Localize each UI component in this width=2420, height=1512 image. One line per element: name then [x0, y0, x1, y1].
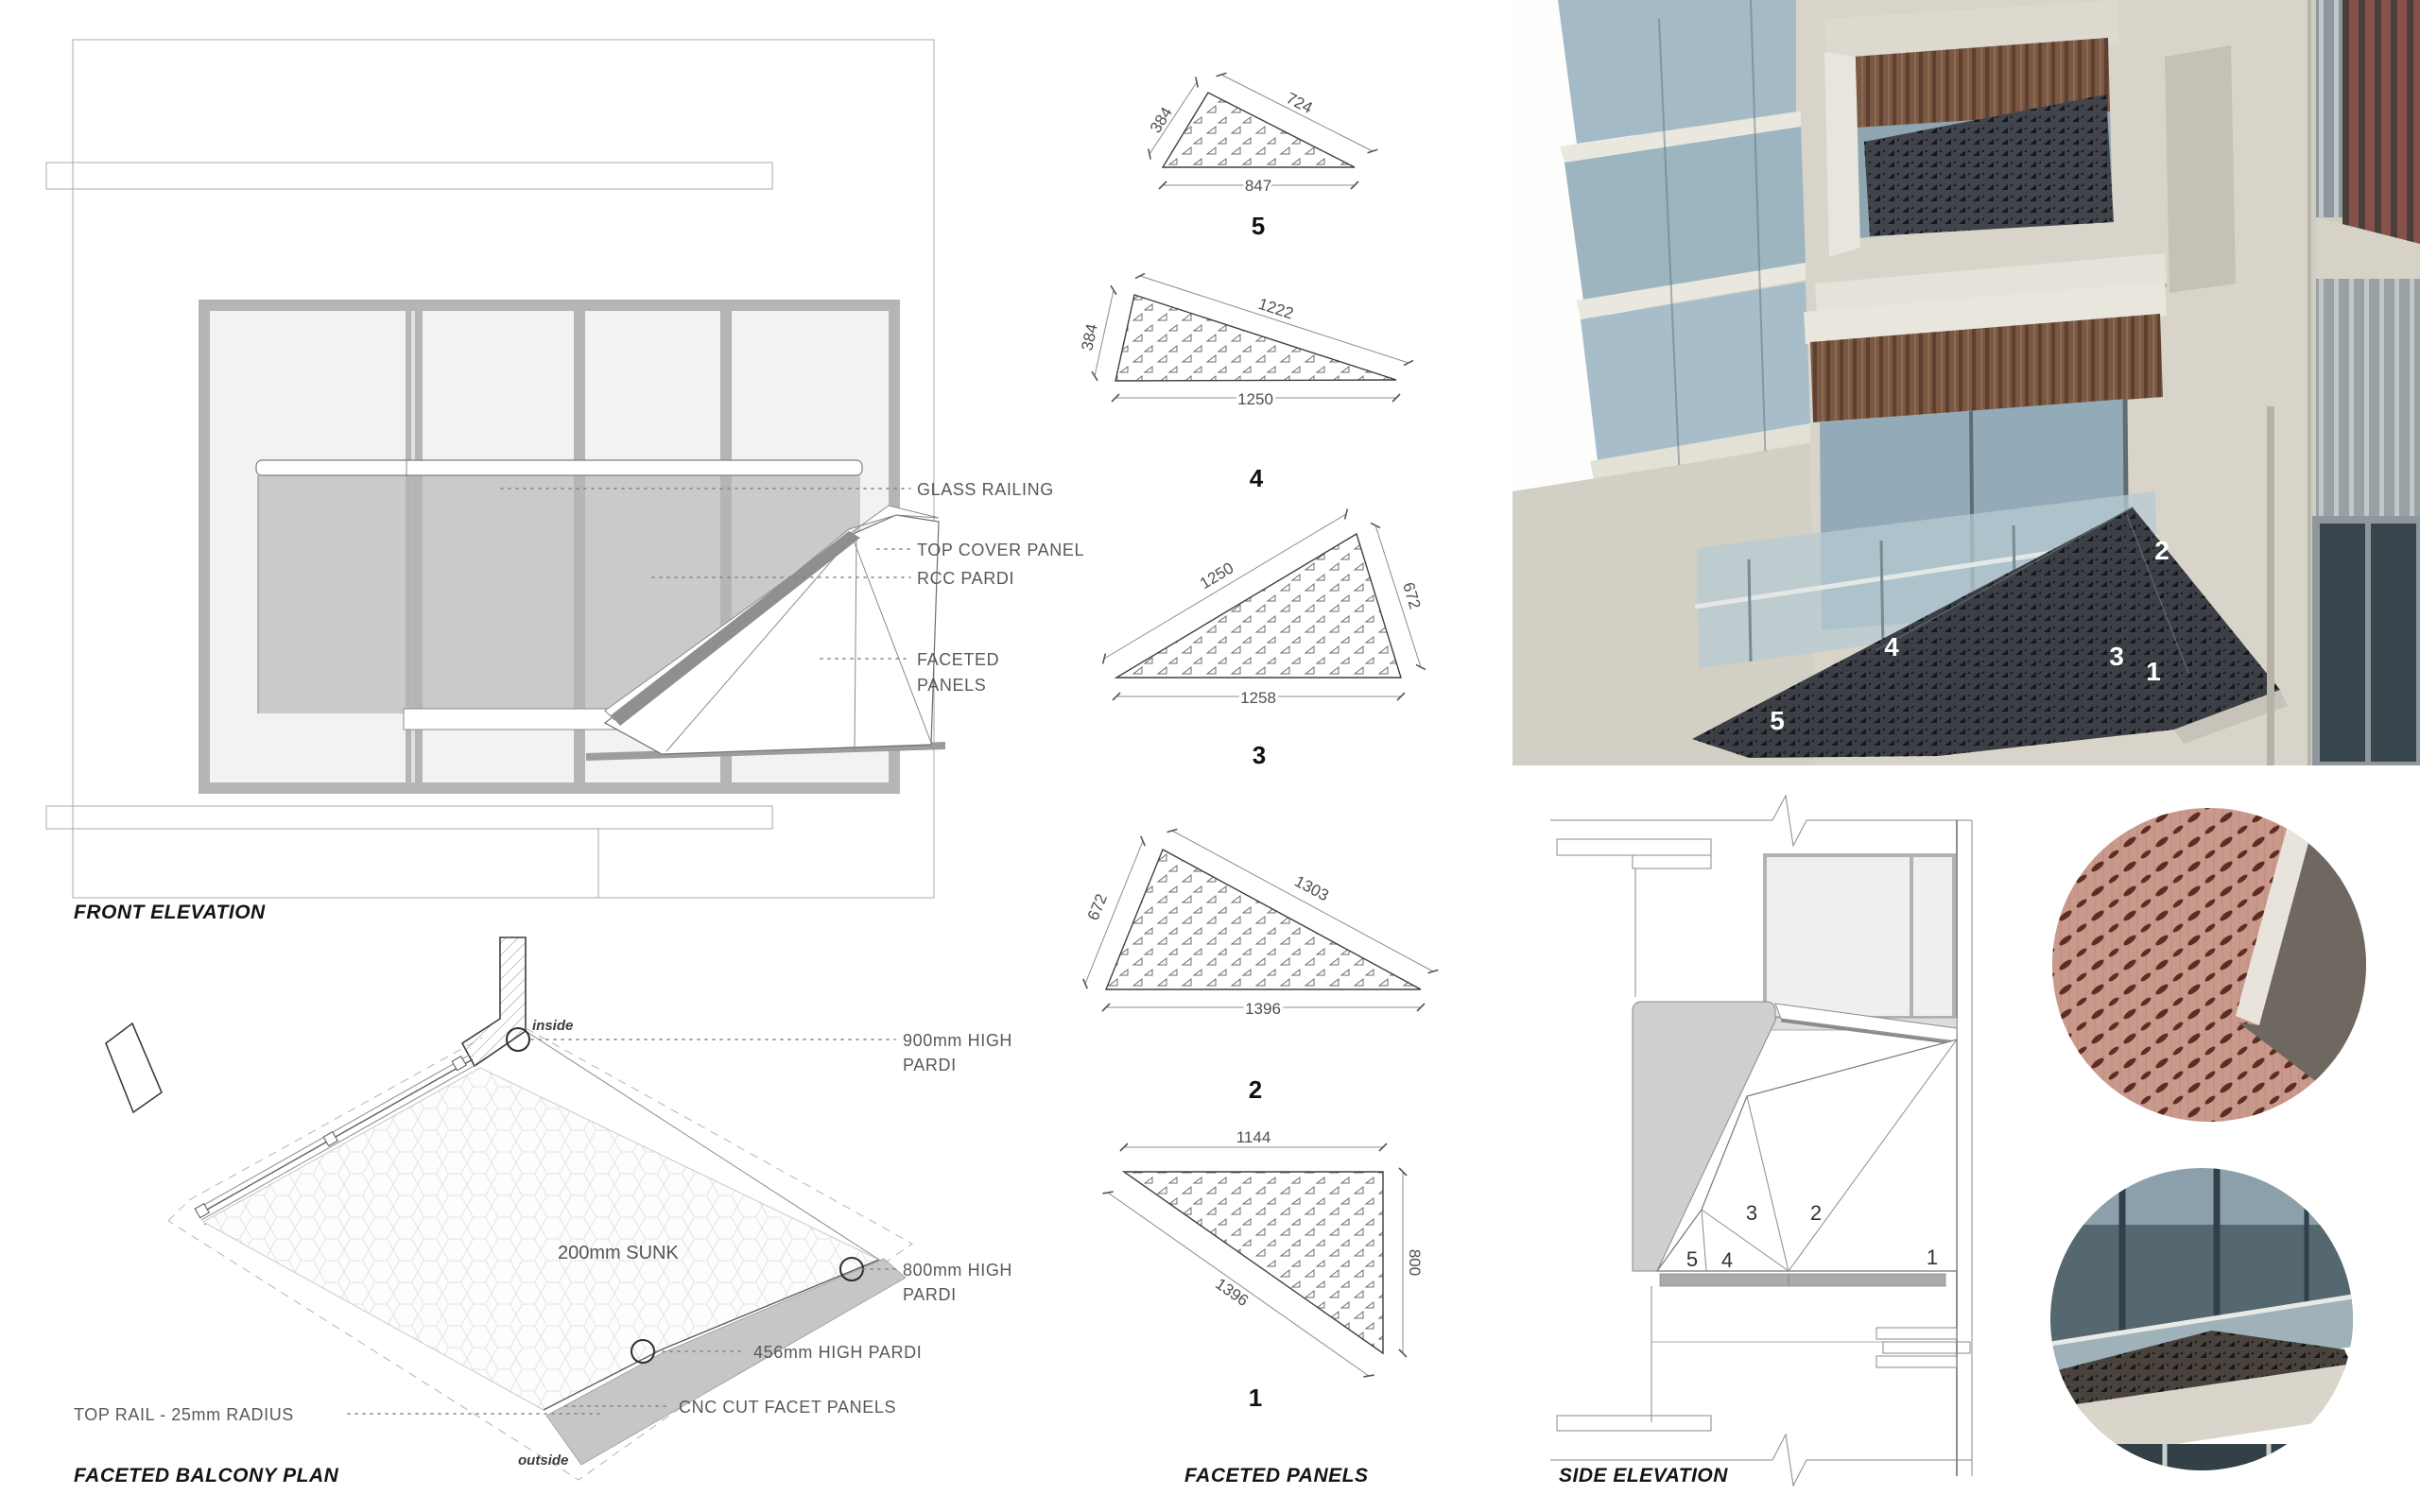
panel-4-number: 4 — [1250, 464, 1264, 492]
side-elevation-title: SIDE ELEVATION — [1559, 1465, 1728, 1486]
panel-5: 384 724 847 5 — [1144, 72, 1378, 240]
panel-2: 672 1303 1396 2 — [1081, 828, 1439, 1104]
dim-p2-base: 1396 — [1245, 1000, 1281, 1018]
label-outside: outside — [518, 1452, 568, 1469]
label-glass-railing: GLASS RAILING — [917, 480, 1054, 499]
label-900-pardi-2: PARDI — [903, 1056, 957, 1074]
panel-3: 1250 672 1258 3 — [1101, 508, 1426, 769]
panel-1: 1144 800 1396 1 — [1102, 1125, 1426, 1412]
side-facet-2: 2 — [1810, 1201, 1822, 1225]
side-facet-1: 1 — [1927, 1246, 1938, 1269]
top-rail — [255, 459, 863, 476]
detail-circle-balcony — [2050, 1168, 2353, 1470]
photo-number-4: 4 — [1884, 632, 1899, 662]
label-top-rail: TOP RAIL - 25mm RADIUS — [74, 1405, 294, 1424]
dim-p1-top: 1144 — [1236, 1128, 1271, 1146]
side-facets: 5 4 3 2 1 — [1655, 1039, 1958, 1272]
label-200mm-sunk: 200mm SUNK — [558, 1243, 679, 1263]
faceted-panels-title: FACETED PANELS — [1184, 1465, 1368, 1486]
photo-number-2: 2 — [2154, 536, 2169, 565]
plan-column — [105, 1022, 163, 1114]
photo-right-strip — [2267, 0, 2420, 765]
dim-p3-base: 1258 — [1240, 689, 1276, 707]
plan-marker-900 — [506, 1027, 530, 1052]
photo-downpipe — [2267, 406, 2274, 765]
wall-outline — [72, 39, 935, 899]
dim-p4-base: 1250 — [1237, 390, 1273, 408]
side-slab — [1659, 1273, 1946, 1287]
dim-p5-hyp: 724 — [1284, 89, 1316, 117]
dim-p3-side: 672 — [1399, 580, 1424, 611]
rcc-pardi-band — [611, 531, 860, 726]
dim-p5-base: 847 — [1245, 177, 1271, 195]
detail-circle-terracotta — [2052, 808, 2366, 1122]
plan-wall-hatched — [460, 936, 527, 1068]
dim-p5-side: 384 — [1147, 104, 1176, 136]
side-facet-5: 5 — [1686, 1247, 1698, 1271]
photo-number-5: 5 — [1770, 706, 1785, 735]
dim-p4-side: 384 — [1078, 322, 1100, 352]
photo-number-3: 3 — [2109, 642, 2124, 671]
side-facet-3: 3 — [1746, 1201, 1757, 1225]
photo-left-balconies — [1512, 0, 1815, 765]
panel-2-number: 2 — [1249, 1075, 1262, 1104]
top-slab-band — [45, 162, 773, 190]
panel-1-number: 1 — [1249, 1383, 1262, 1412]
side-facet-4: 4 — [1721, 1248, 1733, 1272]
label-faceted-panels-1: FACETED — [917, 650, 999, 669]
dim-p2-side: 672 — [1084, 891, 1111, 922]
front-elevation-drawing: GLASS RAILING TOP COVER PANEL RCC PARDI … — [45, 39, 1084, 923]
label-inside: inside — [532, 1018, 573, 1034]
label-top-cover-panel: TOP COVER PANEL — [917, 541, 1084, 559]
side-window — [1763, 853, 1956, 1020]
faceted-cover — [586, 505, 945, 761]
balcony-plan-drawing: 900mm HIGH PARDI 800mm HIGH PARDI 456mm … — [74, 936, 1012, 1486]
plan-marker-456 — [631, 1339, 655, 1364]
dim-p1-side: 800 — [1406, 1249, 1424, 1276]
balcony-plan-title: FACETED BALCONY PLAN — [74, 1465, 339, 1486]
photo-number-1: 1 — [2146, 657, 2161, 686]
label-cnc-panels: CNC CUT FACET PANELS — [679, 1398, 896, 1417]
dim-p3-hyp: 1250 — [1197, 558, 1236, 593]
dim-p2-hyp: 1303 — [1291, 872, 1331, 905]
label-faceted-panels-2: PANELS — [917, 676, 986, 695]
dim-p4-hyp: 1222 — [1256, 295, 1296, 323]
panel-4: 384 1222 1250 4 — [1075, 272, 1414, 492]
photo-perforated-screen: 5 4 3 2 1 — [1692, 507, 2288, 758]
facade-photo: 5 4 3 2 1 — [1512, 0, 2420, 765]
label-rcc-pardi: RCC PARDI — [917, 569, 1014, 588]
plan-cnc-band — [545, 1258, 907, 1466]
panel-5-number: 5 — [1252, 212, 1265, 240]
label-800-pardi-2: PARDI — [903, 1285, 957, 1304]
label-800-pardi-1: 800mm HIGH — [903, 1261, 1012, 1280]
front-elevation-title: FRONT ELEVATION — [74, 902, 266, 923]
side-elevation-drawing: 5 4 3 2 1 SIDE ELEVATION — [1550, 794, 1973, 1487]
bottom-slab-band — [45, 805, 773, 830]
label-456-pardi: 456mm HIGH PARDI — [753, 1343, 922, 1362]
side-pardi-wall — [1632, 1001, 1776, 1272]
label-900-pardi-1: 900mm HIGH — [903, 1031, 1012, 1050]
panel-3-number: 3 — [1253, 741, 1266, 769]
faceted-panels-column: 384 724 847 5 384 1222 1250 4 1250 672 1… — [1075, 72, 1439, 1486]
photo-upper-balcony — [1824, 0, 2236, 293]
